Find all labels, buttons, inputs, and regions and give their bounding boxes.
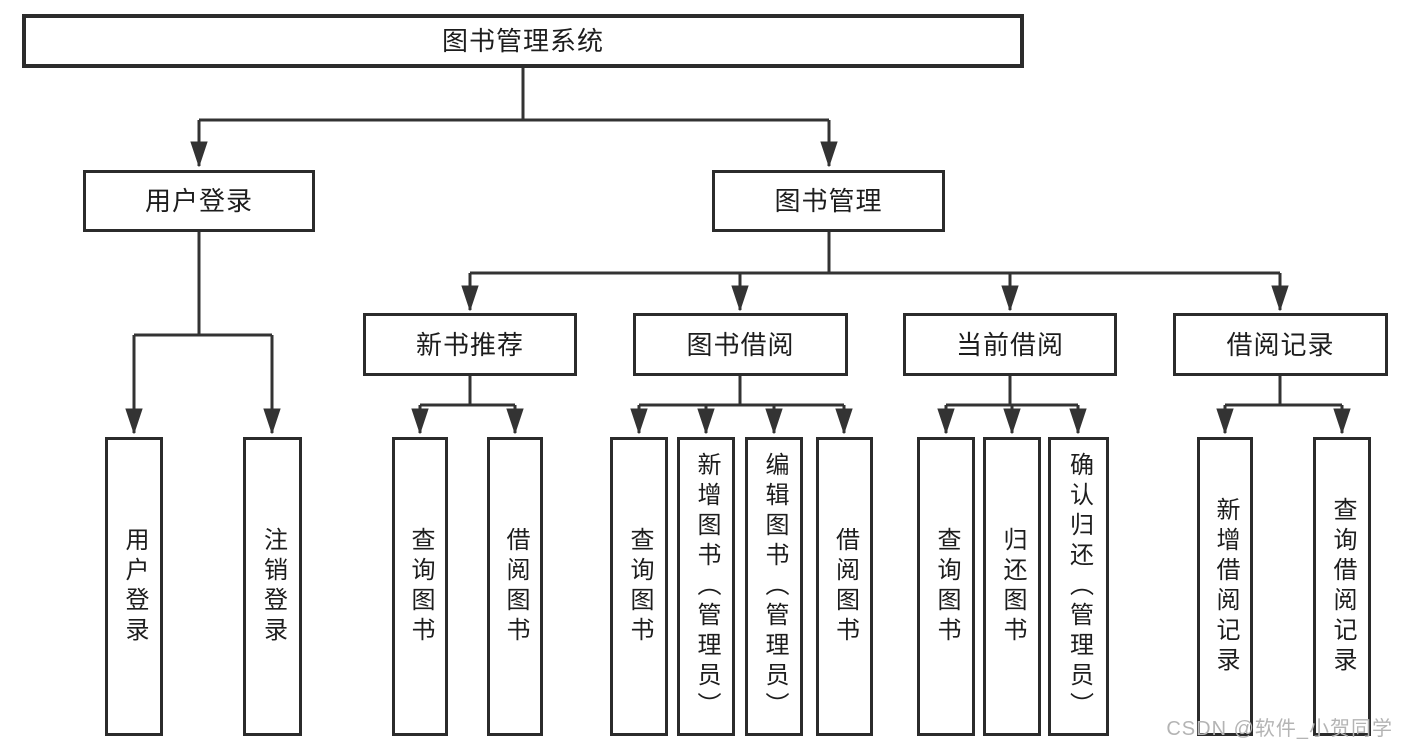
- leaf-label: 新增借阅记录: [1212, 496, 1239, 677]
- leaf-query-borrow-record: 查询借阅记录: [1313, 437, 1371, 736]
- leaf-label: 查询图书: [626, 526, 653, 647]
- leaf-confirm-return-admin: 确认归还（管理员）: [1048, 437, 1109, 736]
- node-new-book-recommendation: 新书推荐: [363, 313, 577, 376]
- node-label: 用户登录: [144, 186, 253, 216]
- leaf-add-book-admin: 新增图书（管理员）: [677, 437, 735, 736]
- leaf-query-books-borrowing: 查询图书: [610, 437, 668, 736]
- leaf-label: 查询图书: [407, 526, 434, 647]
- leaf-add-borrow-record: 新增借阅记录: [1197, 437, 1253, 736]
- leaf-label: 查询图书: [933, 526, 960, 647]
- node-user-login: 用户登录: [83, 170, 315, 232]
- leaf-edit-book-admin: 编辑图书（管理员）: [745, 437, 803, 736]
- leaf-borrow-books-borrowing: 借阅图书: [816, 437, 873, 736]
- node-label: 当前借阅: [955, 329, 1064, 360]
- leaf-label: 新增图书（管理员）: [693, 451, 720, 722]
- leaf-label: 注销登录: [259, 526, 287, 647]
- node-library-management-system: 图书管理系统: [22, 14, 1024, 68]
- leaf-label: 用户登录: [121, 526, 148, 647]
- leaf-logout: 注销登录: [243, 437, 302, 736]
- node-borrowing-records: 借阅记录: [1173, 313, 1388, 376]
- leaf-label: 归还图书: [999, 526, 1026, 647]
- node-current-borrowing: 当前借阅: [903, 313, 1117, 376]
- leaf-label: 借阅图书: [831, 526, 859, 647]
- node-book-management: 图书管理: [712, 170, 945, 232]
- leaf-query-books-recommend: 查询图书: [392, 437, 448, 736]
- node-label: 新书推荐: [415, 329, 524, 360]
- leaf-query-books-current: 查询图书: [917, 437, 975, 736]
- leaf-borrow-books-recommend: 借阅图书: [487, 437, 543, 736]
- leaf-return-book: 归还图书: [983, 437, 1041, 736]
- leaf-label: 确认归还（管理员）: [1065, 451, 1093, 722]
- node-label: 图书管理: [774, 186, 883, 216]
- leaf-label: 查询借阅记录: [1329, 496, 1356, 677]
- leaf-user-login: 用户登录: [105, 437, 163, 736]
- node-label: 图书管理系统: [441, 26, 604, 56]
- leaf-label: 编辑图书（管理员）: [761, 451, 788, 722]
- node-label: 图书借阅: [686, 329, 795, 360]
- connector-lines: [134, 68, 1342, 433]
- leaf-label: 借阅图书: [502, 526, 529, 647]
- node-book-borrowing: 图书借阅: [633, 313, 848, 376]
- node-label: 借阅记录: [1226, 329, 1335, 360]
- csdn-watermark: CSDN @软件_小贺同学: [1166, 718, 1393, 740]
